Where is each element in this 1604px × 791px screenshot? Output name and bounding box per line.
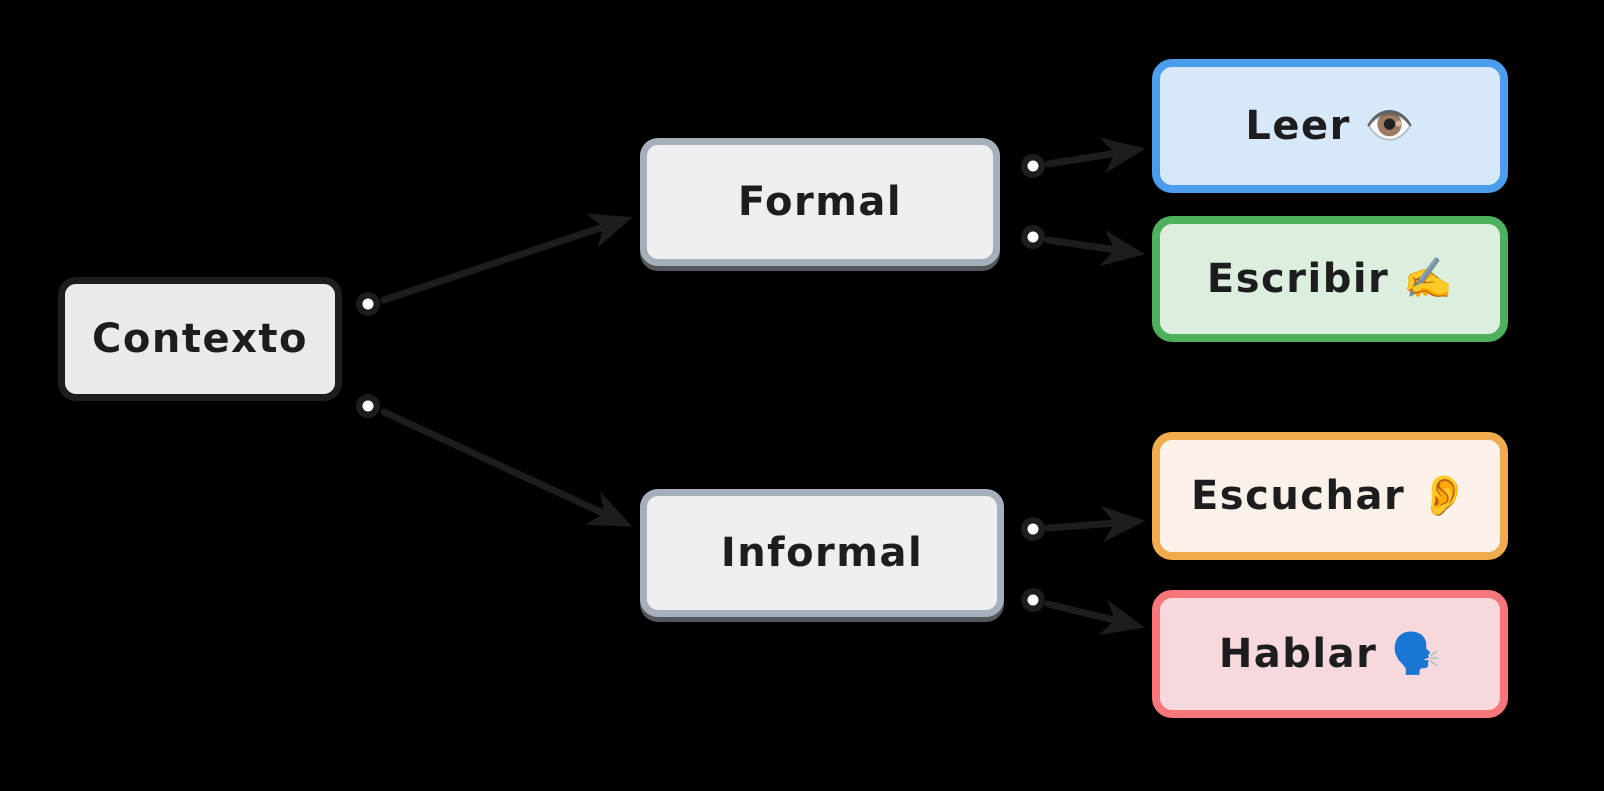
connector-dot[interactable]: [362, 400, 374, 412]
connector-dot-ring: [356, 394, 380, 418]
connector-dot[interactable]: [1027, 231, 1039, 243]
connector-line: [380, 213, 633, 304]
connector-line: [1044, 505, 1146, 543]
node-formal[interactable]: Formal: [640, 138, 1000, 266]
node-leer[interactable]: Leer 👁️: [1152, 59, 1508, 193]
node-contexto-label: Contexto: [92, 316, 308, 362]
connector-line: [380, 408, 632, 527]
node-hablar-label: Hablar: [1218, 631, 1378, 677]
node-leer-label: Leer: [1245, 103, 1351, 149]
connector-dot[interactable]: [1027, 160, 1039, 172]
connector-line: [1044, 229, 1146, 266]
connector-dot[interactable]: [1027, 594, 1039, 606]
node-escuchar[interactable]: Escuchar 👂: [1152, 432, 1508, 560]
eye-icon: 👁️: [1364, 103, 1415, 149]
connector-dot-ring: [356, 292, 380, 316]
connector-dot-ring: [1021, 154, 1045, 178]
node-escuchar-label: Escuchar: [1190, 473, 1406, 519]
connector-line: [1044, 137, 1146, 174]
node-hablar[interactable]: Hablar 🗣️: [1152, 590, 1508, 718]
node-contexto[interactable]: Contexto: [58, 277, 342, 401]
node-escribir[interactable]: Escribir ✍️: [1152, 216, 1508, 342]
connector-dot-ring: [1021, 225, 1045, 249]
node-informal[interactable]: Informal: [640, 489, 1004, 617]
speaking-head-icon: 🗣️: [1391, 631, 1442, 677]
connector-dot[interactable]: [1027, 523, 1039, 535]
connector-dot[interactable]: [362, 298, 374, 310]
ear-icon: 👂: [1419, 473, 1470, 519]
node-informal-label: Informal: [720, 530, 924, 576]
node-escribir-label: Escribir: [1206, 256, 1390, 302]
node-formal-label: Formal: [737, 179, 903, 225]
connector-dot-ring: [1021, 588, 1045, 612]
writing-hand-icon: ✍️: [1403, 256, 1454, 302]
connector-line: [1044, 599, 1145, 636]
connector-dot-ring: [1021, 517, 1045, 541]
